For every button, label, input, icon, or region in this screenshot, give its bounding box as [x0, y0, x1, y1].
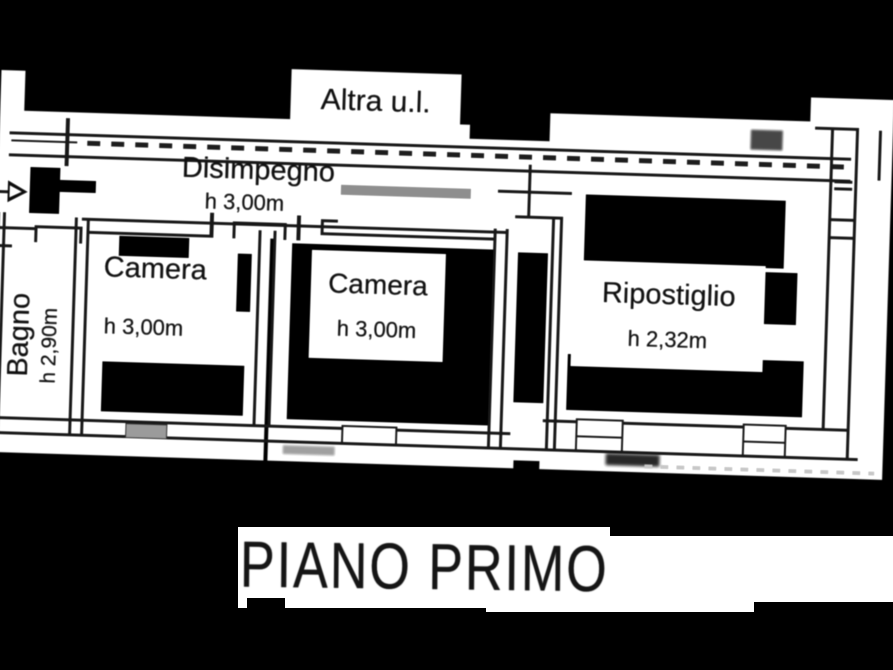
scan-artifact — [29, 166, 61, 214]
ripostiglio-label-group: Ripostiglio h 2,32m — [570, 260, 766, 373]
height-label-camera-2: h 3,00m — [336, 316, 417, 344]
scan-artifact — [513, 252, 549, 404]
camera-2-label-group: Camera h 3,00m — [308, 249, 446, 363]
scan-artifact — [583, 194, 786, 269]
paper-patch — [0, 70, 26, 141]
window-symbol — [741, 423, 787, 458]
scan-smudge — [282, 445, 335, 456]
wall-hatch — [834, 187, 853, 191]
window-mid-line — [577, 434, 622, 439]
wall-hatch — [834, 180, 853, 184]
paper-patch — [606, 536, 893, 602]
entrance-arrow-inner — [9, 184, 22, 198]
scan-artifact — [761, 272, 798, 326]
floor-title-box: PIANO PRIMO — [238, 527, 610, 608]
room-label-bagno: Bagno — [1, 292, 37, 378]
scan-artifact — [247, 598, 285, 610]
scan-smudge — [750, 129, 783, 151]
scan-artifact — [100, 361, 245, 416]
room-label-disimpegno: Disimpegno — [181, 151, 336, 189]
height-label-camera-1: h 3,00m — [103, 313, 184, 341]
window-symbol — [574, 418, 624, 453]
scan-artifact — [57, 179, 97, 194]
window-symbol — [125, 423, 168, 440]
room-label-camera-2: Camera — [327, 267, 429, 302]
room-label-ripostiglio: Ripostiglio — [601, 276, 737, 313]
height-label-bagno: h 2,90m — [36, 307, 63, 384]
other-unit-label: Altra u.l. — [289, 69, 462, 135]
window-mid-line — [744, 440, 785, 444]
floor-plan: Altra u.l. Disimpegno h 3,00m — [0, 69, 893, 526]
height-label-disimpegno: h 3,00m — [204, 188, 285, 216]
door-jamb — [320, 219, 338, 236]
height-label-ripostiglio: h 2,32m — [627, 326, 708, 354]
floor-title: PIANO PRIMO — [239, 528, 609, 607]
room-label-camera-1: Camera — [103, 251, 208, 287]
window-symbol — [340, 424, 398, 446]
